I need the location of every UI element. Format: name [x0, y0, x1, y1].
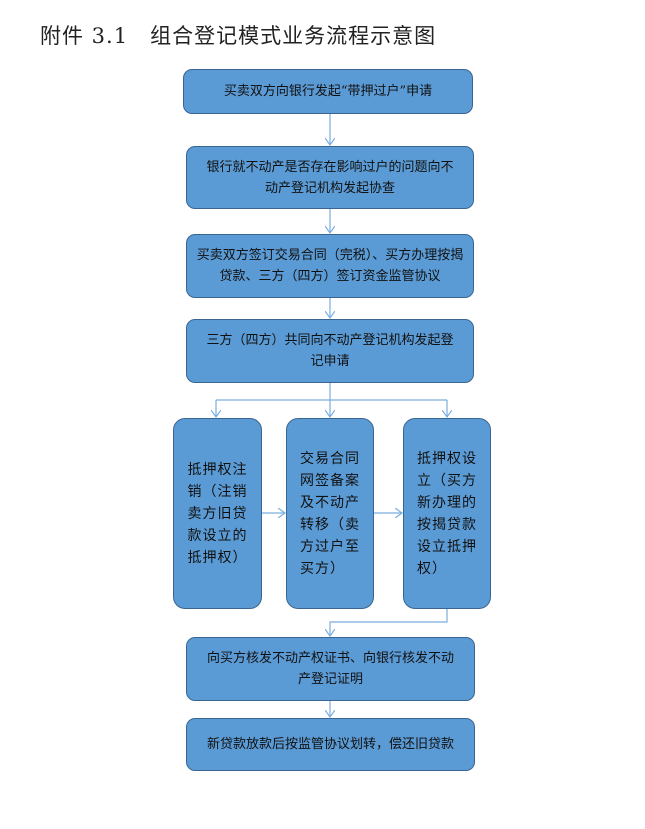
step-5-text: 向买方核发不动产权证书、向银行核发不动产登记证明 [206, 651, 454, 687]
step-6-text: 新贷款放款后按监管协议划转，偿还旧贷款 [206, 737, 454, 752]
transfer-text: 交易合同网签备案及不动产转移（卖方过户至买方） [300, 450, 360, 577]
step-5-box: 向买方核发不动产权证书、向银行核发不动产登记证明 [186, 637, 475, 701]
step-3-text: 买卖双方签订交易合同（完税）、买方办理按揭贷款、三方（四方）签订资金监管协议 [196, 248, 464, 284]
mortgage-cancel-text: 抵押权注销（注销卖方旧贷款设立的抵押权） [187, 461, 248, 566]
step-2-box: 银行就不动产是否存在影响过户的问题向不动产登记机构发起协查 [186, 146, 474, 209]
step-1-text: 买卖双方向银行发起“带押过户”申请 [223, 84, 433, 99]
step-3-box: 买卖双方签订交易合同（完税）、买方办理按揭贷款、三方（四方）签订资金监管协议 [186, 234, 474, 298]
mortgage-setup-box: 抵押权设立（买方新办理的按揭贷款设立抵押权） [403, 418, 491, 609]
mortgage-setup-text: 抵押权设立（买方新办理的按揭贷款设立抵押权） [417, 450, 477, 577]
step-1-box: 买卖双方向银行发起“带押过户”申请 [183, 69, 473, 114]
transfer-box: 交易合同网签备案及不动产转移（卖方过户至买方） [286, 418, 374, 609]
page-title: 附件 3.1 组合登记模式业务流程示意图 [40, 20, 436, 50]
title-text: 组合登记模式业务流程示意图 [150, 24, 437, 48]
step-6-box: 新贷款放款后按监管协议划转，偿还旧贷款 [186, 718, 475, 771]
arrow-right-to-5 [330, 608, 448, 636]
step-4-box: 三方（四方）共同向不动产登记机构发起登记申请 [186, 319, 474, 383]
title-number: 附件 3.1 [40, 24, 129, 48]
mortgage-cancel-box: 抵押权注销（注销卖方旧贷款设立的抵押权） [173, 418, 262, 609]
step-4-text: 三方（四方）共同向不动产登记机构发起登记申请 [206, 333, 454, 369]
step-2-text: 银行就不动产是否存在影响过户的问题向不动产登记机构发起协查 [206, 159, 454, 196]
